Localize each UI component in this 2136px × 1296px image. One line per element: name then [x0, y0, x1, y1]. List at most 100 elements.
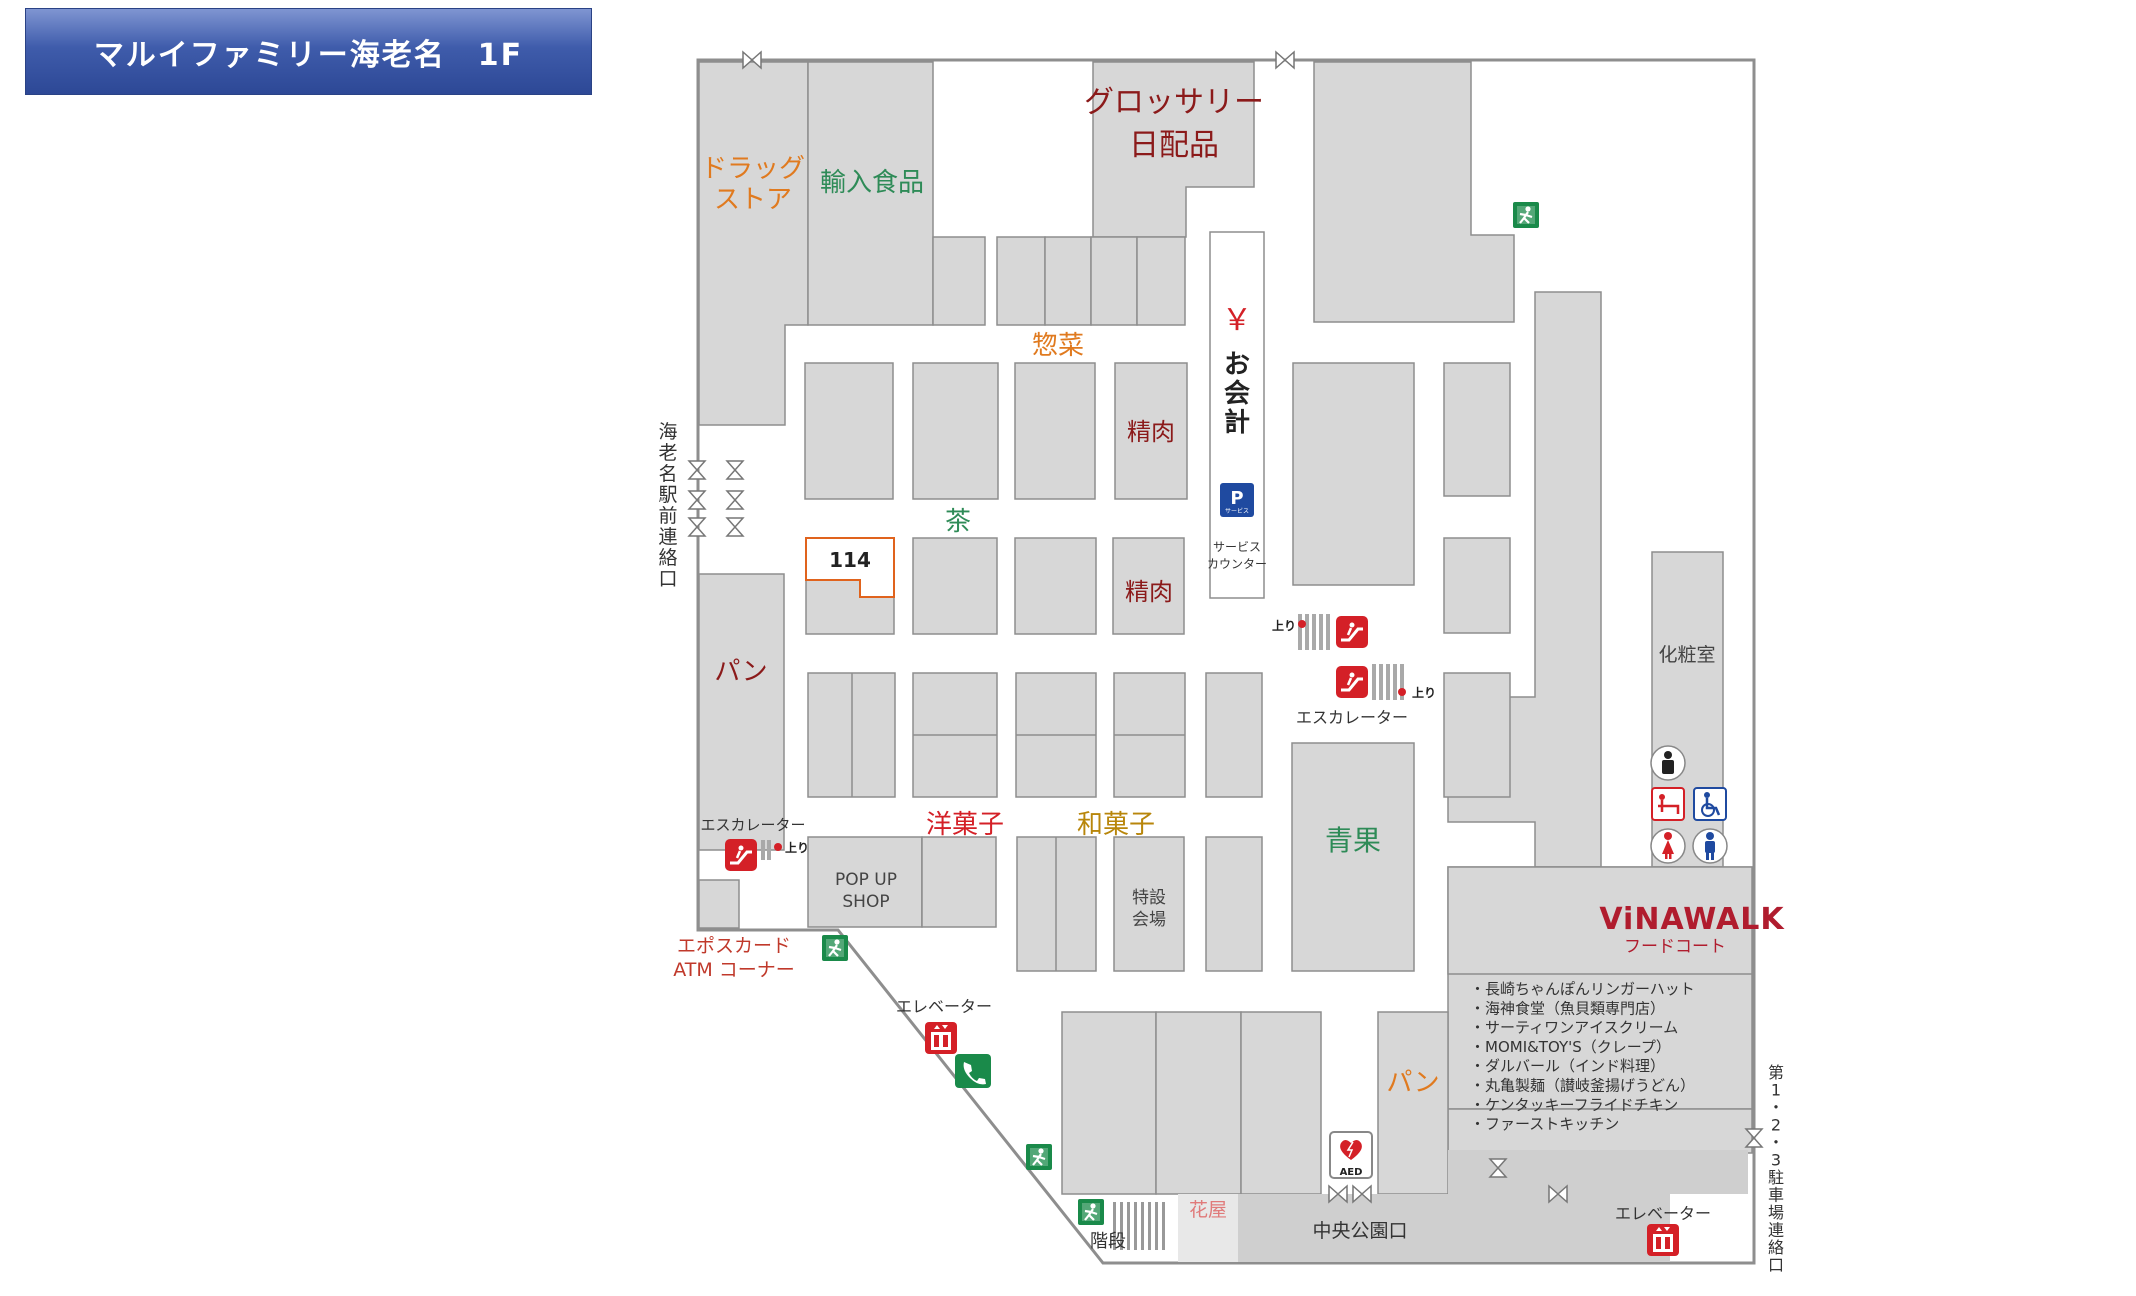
arrow-dot [1298, 620, 1306, 628]
zone-top-right [1313, 61, 1515, 323]
label-up-1: 上り [1272, 618, 1296, 633]
food-court-shop-item: ・丸亀製麺（讃岐釜揚げうどん） [1470, 1077, 1695, 1095]
shelf-r3-6 [1443, 672, 1511, 798]
label-okaikei-3: 計 [1224, 407, 1250, 438]
label-escalator-center: エスカレーター [1296, 708, 1408, 727]
zone-chuo-koen [1238, 1194, 1580, 1262]
label-ebina-station-vertical: 海老名駅前連絡口 [658, 421, 677, 590]
title-banner: マルイファミリー海老名 1F [25, 8, 592, 95]
label-okaikei-1: お [1224, 350, 1250, 380]
emergency-exit-icon [1511, 200, 1541, 230]
label-pan-right: パン [1386, 1068, 1439, 1098]
shelf-r1-3 [1014, 362, 1096, 500]
elevator-icon [1647, 1224, 1679, 1256]
escalator-icon [723, 837, 759, 873]
food-court-shop-item: ・海神食堂（魚貝類専門店） [1470, 999, 1665, 1017]
label-up-2: 上り [1412, 685, 1436, 700]
emergency-exit-icon [1024, 1142, 1054, 1172]
arrow-dot [1398, 688, 1406, 696]
label-aed: AED [1340, 1167, 1363, 1178]
zone-popup-shop [807, 836, 923, 928]
label-wagashi: 和菓子 [1077, 810, 1155, 840]
shelf-r4-4 [1205, 836, 1263, 972]
shelf-r3-5 [1205, 672, 1263, 798]
shelf-r1-6 [1443, 362, 1511, 497]
stairs [1113, 1202, 1165, 1250]
zone-pan-right [1377, 1011, 1449, 1195]
label-service-2: カウンター [1207, 557, 1267, 571]
shop-114 [805, 537, 895, 598]
zone-bottom-3 [1240, 1011, 1322, 1195]
label-kesho: 化粧室 [1658, 644, 1715, 666]
label-cha: 茶 [945, 507, 971, 537]
zone-tokusetsu [1113, 836, 1185, 972]
shelf-seiniku-1 [1114, 362, 1188, 500]
zone-seika [1291, 742, 1415, 972]
zone-grocery-a [996, 236, 1046, 326]
label-epos-1: エポスカード [677, 935, 791, 957]
baby-changing-icon [1651, 787, 1685, 821]
food-court-shop-item: ・ダルバール（インド料理） [1470, 1057, 1665, 1075]
food-court-shop-list: ・長崎ちゃんぽんリンガーハット・海神食堂（魚貝類専門店） ・サーティワンアイスクリ… [1470, 980, 1695, 1133]
food-court-shop-item: ・ケンタッキーフライドチキン [1470, 1096, 1678, 1114]
checkout-counter [1209, 231, 1265, 599]
label-popup-2: SHOP [842, 892, 889, 912]
parking-p-label: P [1230, 488, 1243, 509]
emergency-exit-icon [820, 933, 850, 963]
label-tokusetsu-2: 会場 [1132, 910, 1166, 930]
shelf-r1-2 [912, 362, 999, 500]
label-pan-left: パン [714, 657, 767, 687]
baby-room-icon [1650, 745, 1686, 781]
label-food-court: フードコート [1624, 937, 1726, 957]
page-title: マルイファミリー海老名 1F [93, 37, 524, 73]
label-import-food: 輸入食品 [820, 168, 924, 198]
label-epos-2: ATM コーナー [673, 959, 795, 981]
zone-bottom-1 [1061, 1011, 1157, 1195]
mens-restroom-icon [1692, 828, 1728, 864]
aed-icon [1329, 1131, 1373, 1179]
elevator-icon [925, 1022, 957, 1054]
label-up-3: 上り [785, 840, 809, 855]
zone-import-food-2 [932, 236, 986, 326]
parking-service-icon: P サービス [1220, 483, 1254, 517]
label-chuo-koen: 中央公園口 [1312, 1220, 1407, 1242]
label-hanaya: 花屋 [1189, 1199, 1227, 1221]
escalator-icon [1334, 664, 1370, 700]
womens-restroom-icon [1650, 828, 1686, 864]
label-grocery-2: 日配品 [1129, 128, 1219, 163]
label-vinawalk: ViNAWALK [1599, 902, 1785, 937]
parking-sub-label: サービス [1225, 507, 1249, 515]
label-grocery-1: グロッサリー [1084, 85, 1264, 120]
wheelchair-icon [1693, 787, 1727, 821]
escalator-steps-left [761, 840, 771, 860]
vinawalk-header [1447, 866, 1753, 975]
shelf-seiniku-2 [1112, 537, 1185, 635]
arrow-dot [774, 843, 782, 851]
emergency-exit-icon [1076, 1197, 1106, 1227]
zone-grocery-c [1090, 236, 1138, 326]
label-seiniku-1: 精肉 [1127, 418, 1175, 446]
zone-grocery-b [1044, 236, 1092, 326]
label-ebina-station: 海老名駅前連絡口 [658, 421, 677, 590]
label-yougashi: 洋菓子 [926, 810, 1004, 840]
phone-icon [955, 1054, 991, 1088]
shelf-r2-2 [912, 537, 998, 635]
label-kaidan: 階段 [1090, 1231, 1126, 1252]
zone-food-court-bottom [1447, 1108, 1753, 1154]
food-court-shop-item: ・サーティワンアイスクリーム [1470, 1019, 1678, 1037]
label-escalator-left: エスカレーター [700, 816, 805, 834]
label-elevator-left: エレベーター [896, 997, 992, 1016]
food-court-shop-item: ・長崎ちゃんぽんリンガーハット [1470, 980, 1695, 998]
zone-pan-left [698, 573, 785, 851]
label-drugstore-2: ストア [714, 185, 792, 215]
shelf-r1-5 [1292, 362, 1415, 586]
zone-import-food [807, 61, 934, 326]
label-popup-1: POP UP [835, 870, 897, 890]
zone-left-small [698, 879, 740, 929]
shelf-r2-3 [1014, 537, 1097, 635]
label-seika: 青果 [1325, 824, 1381, 857]
label-souzai: 惣菜 [1032, 331, 1084, 361]
